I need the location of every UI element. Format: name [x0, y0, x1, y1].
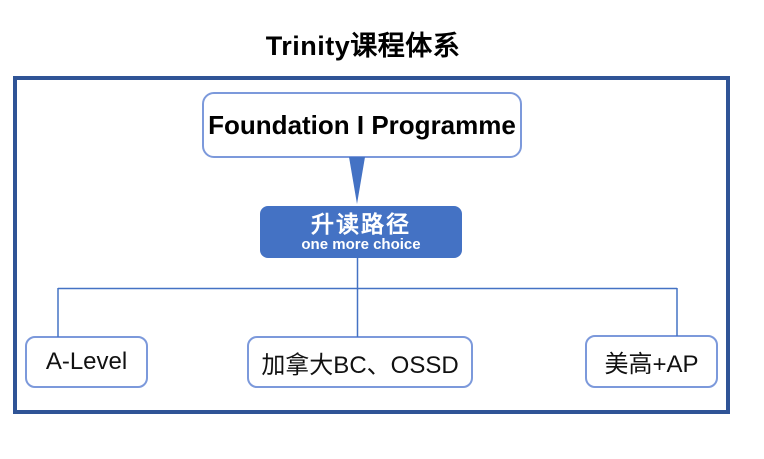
node-branch-us-high-ap: 美高+AP	[585, 335, 718, 388]
diagram-title: Trinity课程体系	[265, 31, 461, 61]
node-branch-bc-ossd: 加拿大BC、OSSD	[247, 336, 473, 388]
branch-us-high-ap-label: 美高+AP	[604, 351, 699, 378]
path-node-label: 升读路径	[311, 211, 411, 237]
path-node-sublabel: one more choice	[301, 236, 421, 253]
node-branch-a-level: A-Level	[25, 336, 148, 388]
branch-a-level-label: A-Level	[45, 348, 128, 375]
node-path: 升读路径 one more choice	[260, 206, 462, 258]
node-foundation-label: Foundation I Programme	[208, 109, 516, 140]
node-foundation-programme: Foundation I Programme	[202, 92, 522, 158]
branch-bc-ossd-label: 加拿大BC、OSSD	[261, 351, 459, 379]
